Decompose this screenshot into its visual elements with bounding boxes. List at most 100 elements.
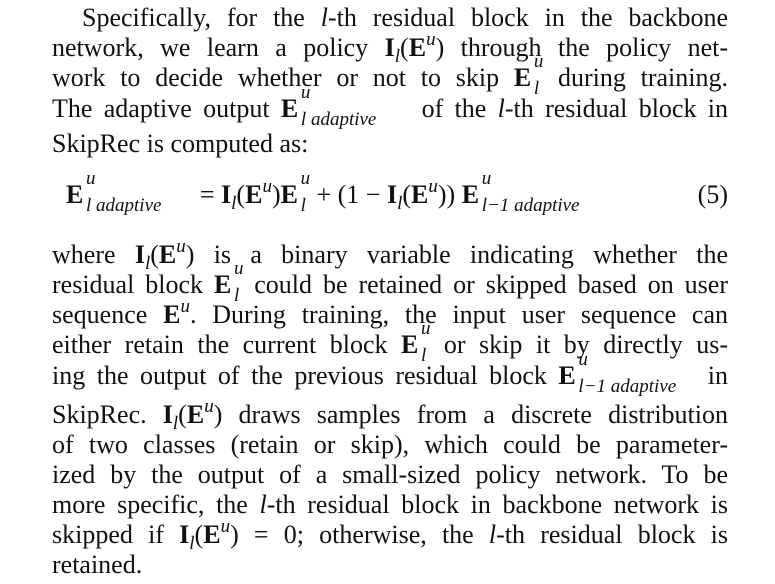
- symbol-E: E: [280, 180, 298, 209]
- text: sequence: [52, 300, 164, 329]
- symbol-ell: l: [488, 520, 497, 549]
- text: network, we learn a policy: [52, 33, 385, 62]
- plus-sign: +: [316, 180, 332, 209]
- paragraph-2-line-5: ing the output of the previous residual …: [52, 350, 728, 396]
- symbol-E: E: [158, 240, 177, 269]
- superscript: u: [233, 258, 244, 279]
- text: . During training, the input user sequen…: [189, 300, 728, 329]
- paragraph-1-line-2: network, we learn a policy Il(Eu) throug…: [52, 29, 728, 67]
- symbol-E: E: [66, 180, 84, 209]
- subscript: l: [397, 193, 403, 214]
- subscript: l: [533, 78, 540, 99]
- symbol-E: E: [411, 180, 429, 209]
- text: Specifically, for the: [82, 3, 321, 32]
- symbol-E: E: [203, 520, 221, 549]
- superscript: u: [533, 51, 544, 72]
- superscript: u: [220, 516, 231, 537]
- symbol-I: I: [162, 400, 173, 429]
- symbol-I: I: [221, 180, 232, 209]
- text: SkipRec.: [52, 400, 163, 429]
- superscript: u: [180, 296, 190, 317]
- text: -th residual block is: [496, 520, 728, 549]
- text: in: [707, 361, 728, 390]
- symbol-ell: l: [497, 94, 505, 123]
- subscript: l adaptive: [300, 109, 377, 130]
- symbol-E: E: [461, 180, 480, 209]
- superscript: u: [300, 168, 311, 189]
- paragraph-2-line-1: where Il(Eu) is a binary variable indica…: [52, 236, 728, 274]
- subscript: l−1 adaptive: [481, 195, 580, 216]
- text: either retain the current block: [52, 330, 402, 359]
- subscript: l: [394, 46, 401, 67]
- symbol-E: E: [163, 300, 181, 329]
- superscript: u: [262, 176, 272, 197]
- text: -th residual block in: [504, 94, 729, 123]
- text: work to decide whether or not to skip: [52, 63, 514, 92]
- text: where: [52, 240, 135, 269]
- paragraph-2-line-10: skipped if Il(Eu) = 0; otherwise, the l-…: [52, 516, 728, 554]
- equals-sign: =: [199, 180, 215, 209]
- superscript: u: [86, 168, 96, 189]
- superscript: u: [204, 396, 214, 417]
- superscript: u: [426, 29, 436, 50]
- text: during training.: [543, 63, 728, 92]
- symbol-E: E: [408, 33, 427, 62]
- subscript: l−1 adaptive: [578, 376, 677, 397]
- superscript: u: [578, 349, 588, 370]
- text: is a binary variable indicating whether …: [194, 240, 728, 269]
- symbol-E: E: [513, 63, 532, 92]
- paragraph-2-line-7: of two classes (retain or skip), which c…: [52, 430, 728, 459]
- text: draws samples from a discrete distributi…: [222, 400, 728, 429]
- paragraph-2-line-8: ized by the output of a small-sized poli…: [52, 460, 728, 489]
- subscript: l: [172, 413, 179, 434]
- equation-number: (5): [697, 180, 728, 209]
- paragraph-1-line-5: SkipRec is computed as:: [52, 129, 309, 158]
- symbol-I: I: [134, 240, 145, 269]
- text: -th residual block in backbone network i…: [266, 490, 728, 519]
- text: through the policy net-: [444, 33, 728, 62]
- paragraph-2-line-3: sequence Eu. During training, the input …: [52, 296, 728, 330]
- text: -th residual block in the backbone: [327, 3, 728, 32]
- subscript: l: [421, 345, 427, 366]
- symbol-E: E: [280, 94, 299, 123]
- text: The adaptive output: [52, 94, 281, 123]
- subscript: l adaptive: [86, 195, 162, 216]
- superscript: u: [300, 82, 311, 103]
- text: of the: [410, 94, 498, 123]
- symbol-E: E: [401, 330, 419, 359]
- text: residual block: [52, 270, 214, 299]
- text: ing the output of the previous residual …: [52, 361, 559, 390]
- paragraph-2-line-6: SkipRec. Il(Eu) draws samples from a dis…: [52, 396, 728, 434]
- superscript: u: [481, 168, 492, 189]
- one-minus: (1 −: [337, 180, 381, 209]
- superscript: u: [428, 176, 438, 197]
- symbol-E: E: [213, 270, 232, 299]
- subscript: l: [189, 533, 195, 554]
- symbol-ell: l: [259, 490, 267, 519]
- symbol-I: I: [384, 33, 395, 62]
- superscript: u: [176, 236, 186, 257]
- text: skipped if: [52, 520, 180, 549]
- text: = 0; otherwise, the: [238, 520, 489, 549]
- symbol-ell: l: [320, 3, 328, 32]
- subscript: l: [231, 193, 237, 214]
- symbol-I: I: [386, 180, 398, 209]
- subscript: l: [233, 285, 240, 306]
- text: could be retained or skipped based on us…: [243, 270, 728, 299]
- subscript: l: [300, 195, 306, 216]
- subscript: l: [144, 253, 151, 274]
- symbol-E: E: [186, 400, 205, 429]
- symbol-E: E: [245, 180, 263, 209]
